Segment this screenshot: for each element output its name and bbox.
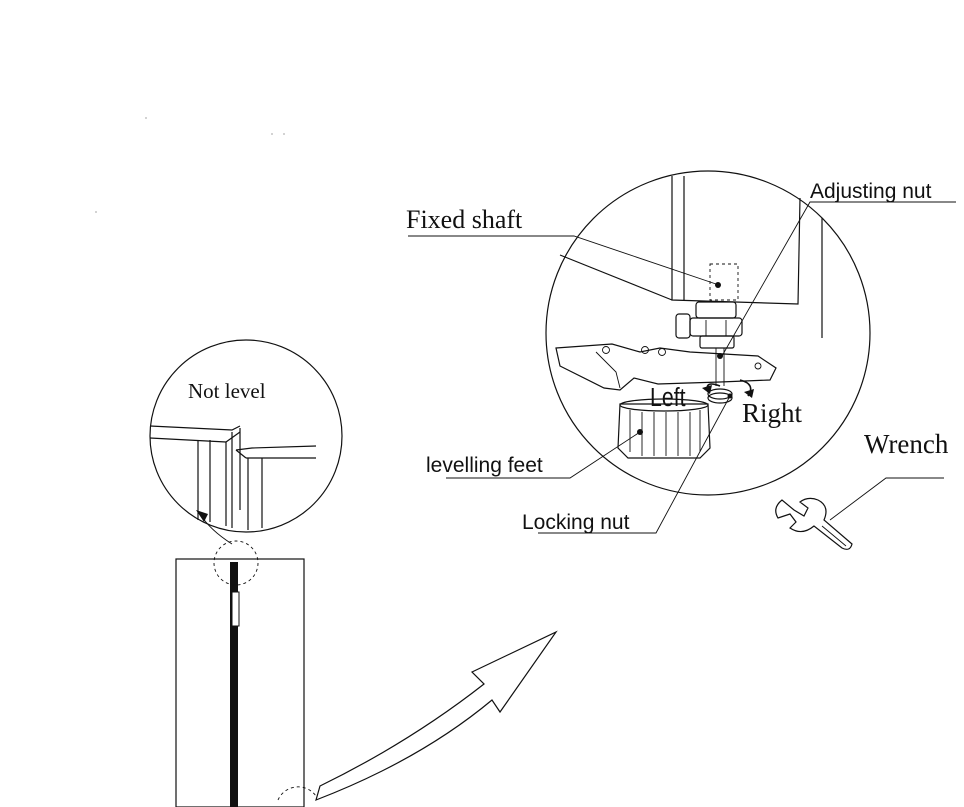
- leader-lines: [408, 201, 956, 534]
- fixed-shaft-shape: [709, 263, 739, 301]
- top-detail-marker: [213, 540, 259, 586]
- locking-nut-label: Locking nut: [522, 511, 630, 534]
- not-level-label: Not level: [188, 379, 266, 403]
- cabinet-outline: [671, 176, 801, 305]
- right-label: Right: [742, 398, 803, 428]
- zoom-arrow: [315, 630, 558, 801]
- detail-circle-not-level: Not level: [149, 339, 343, 545]
- dispenser-handle: [231, 591, 240, 627]
- detail-circle-foot: [545, 170, 871, 496]
- bracket-shape: [555, 343, 777, 391]
- levelling-feet-label: levelling feet: [426, 454, 543, 477]
- wrench-icon: [775, 497, 853, 550]
- wrench-label: Wrench: [864, 429, 949, 459]
- refrigerator-front: [175, 540, 317, 807]
- fixed-shaft-label: Fixed shaft: [406, 205, 523, 234]
- locking-nut-shape: [707, 388, 733, 404]
- adjusting-nut-shape: [675, 301, 743, 386]
- door-gap: [230, 562, 238, 807]
- adjusting-nut-label: Adjusting nut: [810, 180, 932, 203]
- left-label: Left: [650, 383, 686, 413]
- bottom-detail-marker: [277, 786, 317, 801]
